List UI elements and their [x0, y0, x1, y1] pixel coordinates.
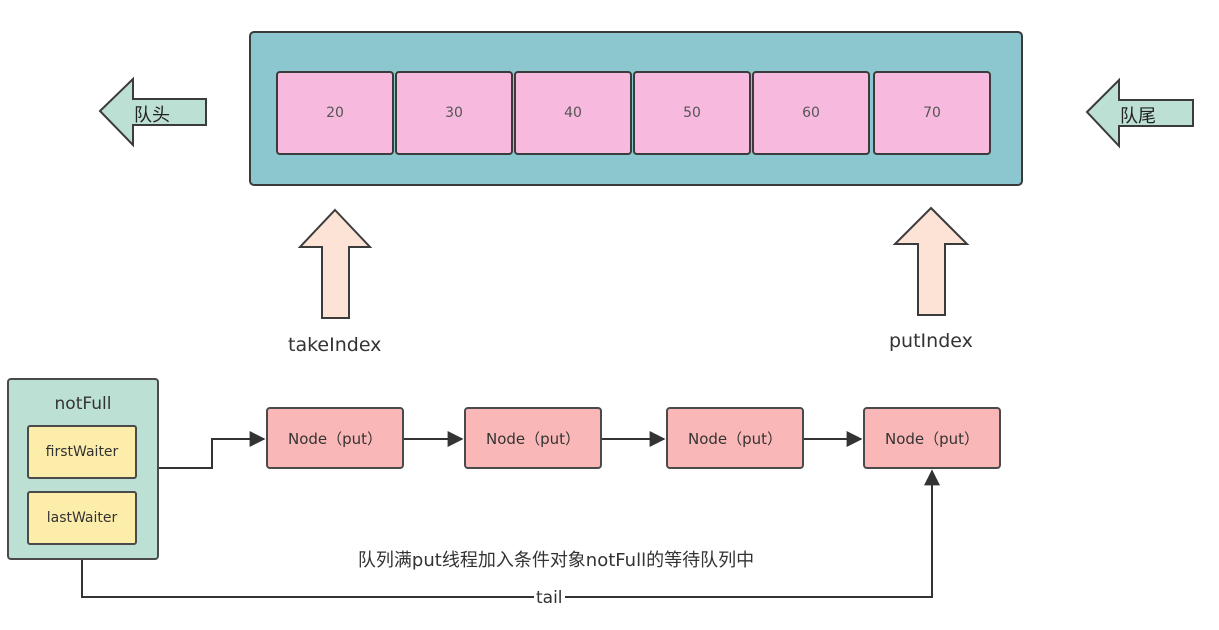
take-index-label: takeIndex: [288, 334, 382, 356]
condition-title: notFull: [54, 394, 112, 414]
queue-cell: 40: [514, 71, 632, 155]
diagram-caption: 队列满put线程加入条件对象notFull的等待队列中: [357, 550, 755, 571]
waiter-node: Node（put）: [266, 407, 404, 469]
queue-cell: 30: [395, 71, 513, 155]
waiter-node: Node（put）: [863, 407, 1001, 469]
take-index-arrow: [297, 208, 373, 319]
queue-head-label: 队头: [134, 105, 170, 126]
queue-cell: 60: [752, 71, 870, 155]
waiter-node: Node（put）: [666, 407, 804, 469]
queue-tail-label: 队尾: [1120, 106, 1156, 127]
waiter-node: Node（put）: [464, 407, 602, 469]
first-waiter-box: firstWaiter: [27, 425, 137, 479]
queue-cell: 50: [633, 71, 751, 155]
put-index-label: putIndex: [889, 330, 973, 352]
put-index-arrow: [892, 206, 970, 316]
queue-tail-arrow: [1085, 77, 1194, 149]
tail-connector: [81, 469, 940, 598]
first-waiter-connector: [159, 431, 266, 469]
queue-cell: 70: [873, 71, 991, 155]
queue-head-arrow: [98, 76, 207, 148]
tail-edge-label: tail: [534, 588, 565, 608]
queue-cell: 20: [276, 71, 394, 155]
last-waiter-box: lastWaiter: [27, 491, 137, 545]
